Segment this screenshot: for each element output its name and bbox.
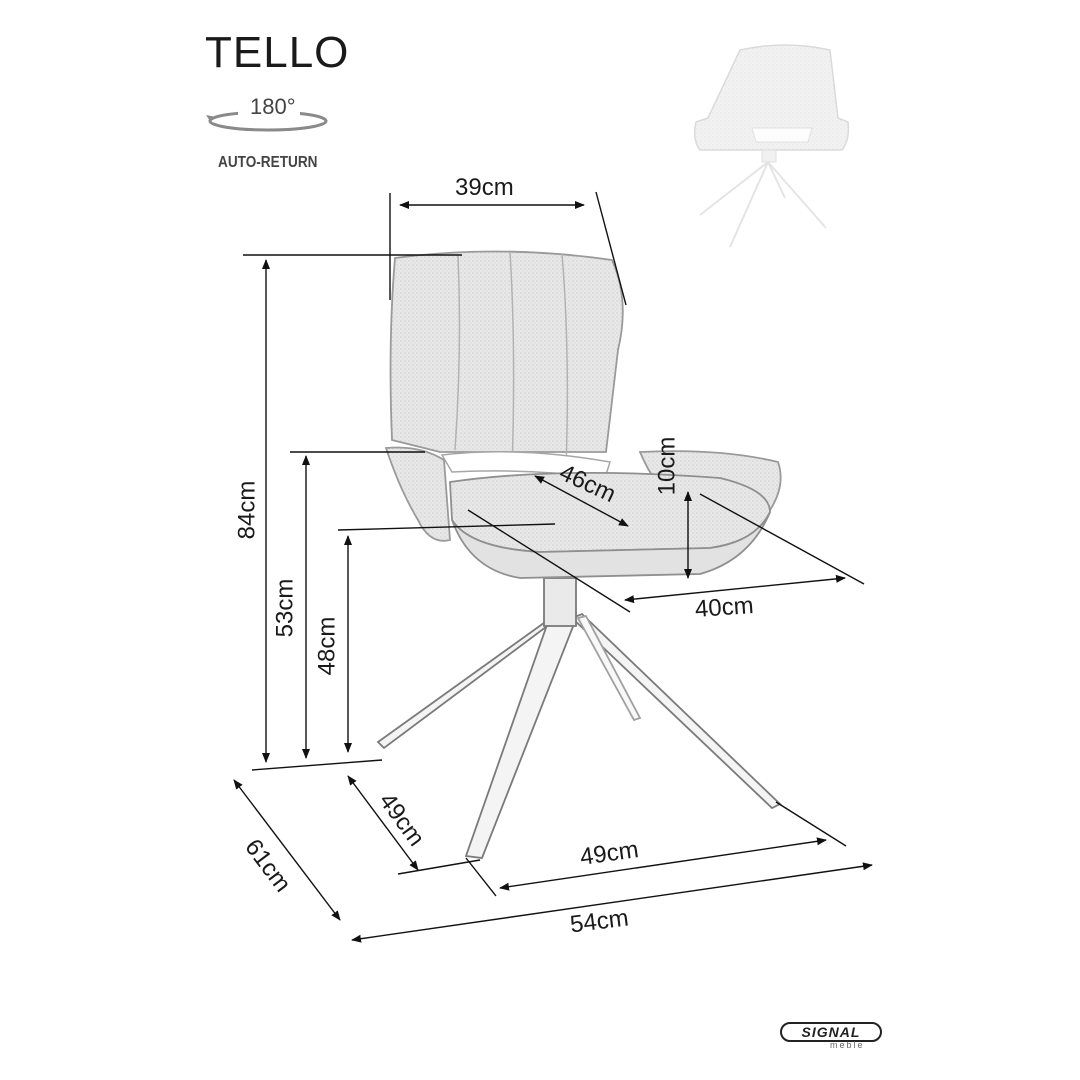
dim-armrest-rise: 10cm [653,436,681,496]
dim-seat-depth: 40cm [694,591,755,624]
dim-seat-height: 48cm [313,616,341,676]
dim-armrest-height: 53cm [271,578,299,638]
rotation-icon [206,92,328,132]
rotation-angle-label: 180° [250,94,296,119]
auto-return-label: AUTO-RETURN [218,154,318,171]
dimension-lines [233,191,873,943]
rear-view-chair-thumbnail [693,44,850,248]
chair-body [384,250,782,579]
dim-back-width: 39cm [455,174,514,201]
chair-base-legs [376,577,782,859]
brand-logo: SIGNAL [780,1022,882,1042]
brand-logo-subtitle: meble [830,1040,865,1050]
product-title: TELLO [205,28,350,77]
dim-total-height: 84cm [233,480,261,540]
